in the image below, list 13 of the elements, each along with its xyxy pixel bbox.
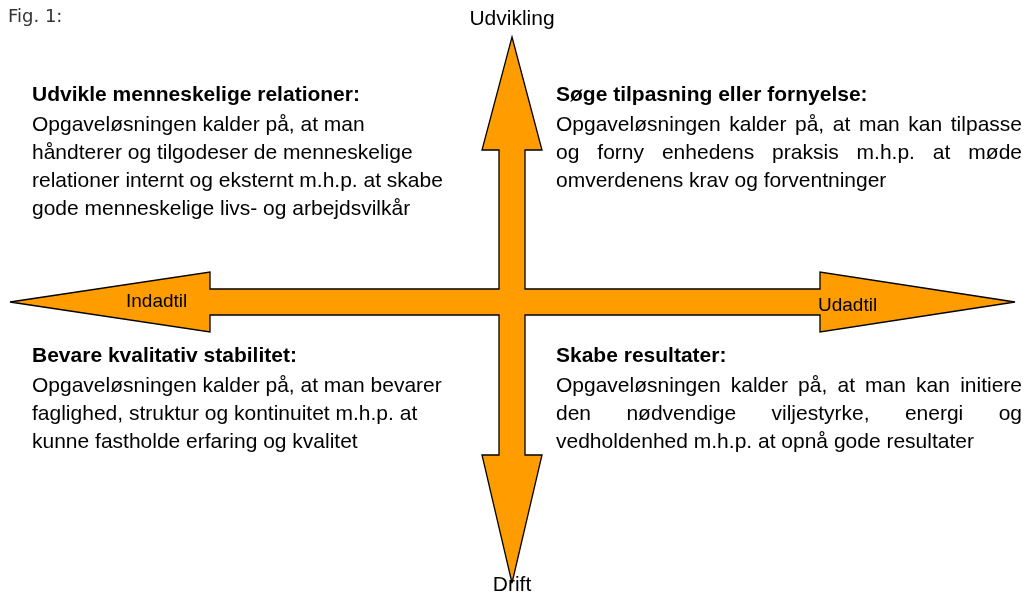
quadrant-text: Opgaveløsningen kalder på, at man kan tilpasse og forny enhedens praksis m.h.p. at møde omverdenens krav og forventninger: [556, 111, 1022, 193]
quadrant-text: Opgaveløsningen kalder på, at man bevarer faglighed, struktur og kontinuitet m.h.p. at kunne fastholde erfaring og kvalitet: [32, 372, 443, 454]
axis-label: Indadtil: [126, 289, 188, 313]
quadrant-text: Opgaveløsningen kalder på, at man kan initiere den nødvendige viljestyrke, energi og vedholdenhed m.h.p. at opnå gode resultater: [556, 372, 1022, 454]
quadrant-heading: Skabe resultater:: [556, 342, 727, 368]
quadrant-heading: Bevare kvalitativ stabilitet:: [32, 342, 297, 368]
axis-label: Drift: [491, 571, 533, 597]
axis-label: Udadtil: [818, 293, 878, 317]
figure-title: Fig. 1:: [8, 4, 63, 28]
quadrant-heading: Udvikle menneskelige relationer:: [32, 81, 360, 107]
axis-label: Udvikling: [468, 5, 556, 31]
quadrant-heading: Søge tilpasning eller fornyelse:: [556, 81, 868, 107]
quadrant-text: Opgaveløsningen kalder på, at man håndterer og tilgodeser de menneskelige relationer internt og eksternt m.h.p. at skabe gode menneskelige livs- og arbejdsvilkår: [32, 111, 444, 221]
